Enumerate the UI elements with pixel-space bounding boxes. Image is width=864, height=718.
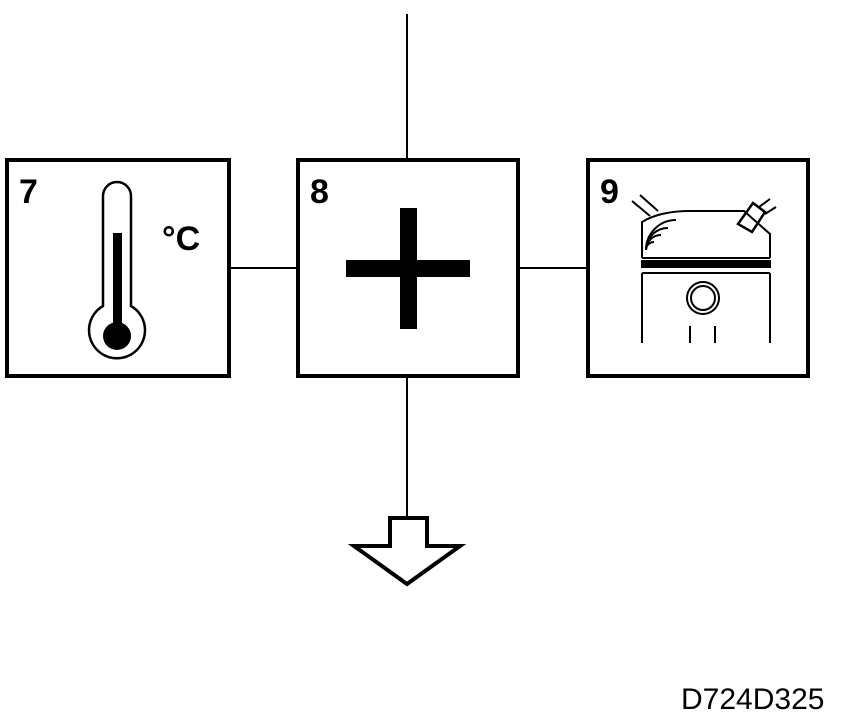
- box-7-number: 7: [19, 173, 38, 211]
- box-8: 8: [296, 158, 520, 378]
- box-8-number: 8: [310, 173, 329, 211]
- thermometer-icon: [87, 180, 147, 360]
- box-9: 9: [586, 158, 810, 378]
- figure-code: D724D325: [681, 683, 824, 716]
- engine-cylinder-icon: [631, 194, 777, 343]
- temperature-unit: °C: [162, 220, 200, 258]
- plus-icon: [346, 208, 470, 329]
- down-arrow-icon: [347, 516, 467, 587]
- box-9-number: 9: [600, 173, 619, 211]
- box-7: 7 °C: [5, 158, 231, 378]
